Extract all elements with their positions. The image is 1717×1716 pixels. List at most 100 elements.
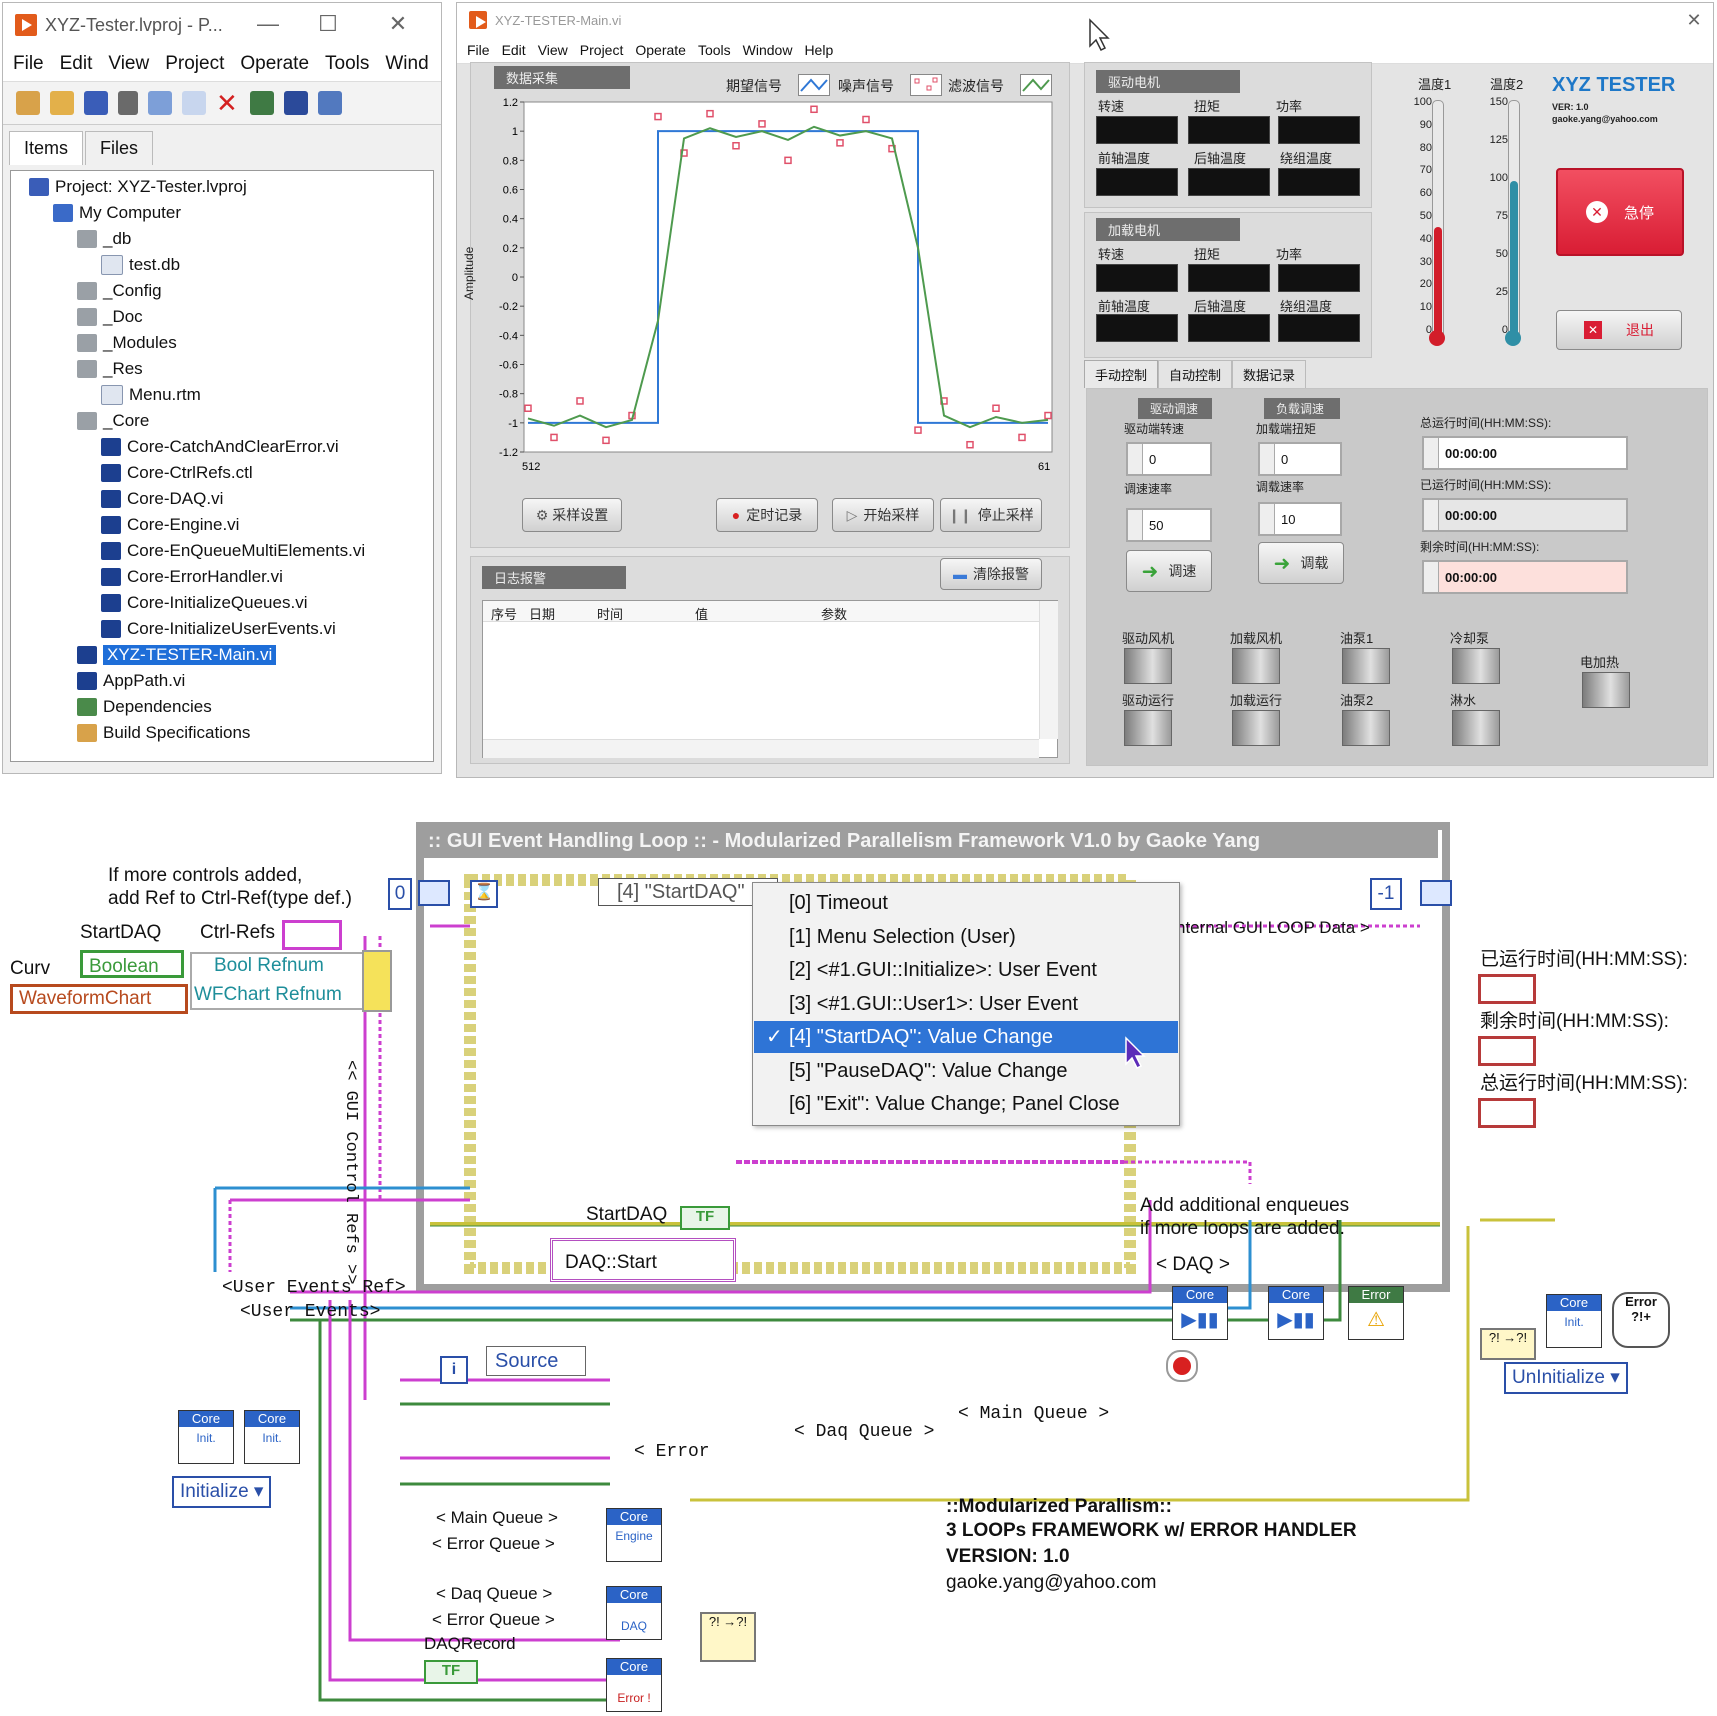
tab-data-record[interactable]: 数据记录 — [1232, 360, 1306, 388]
drive-speed-spinner[interactable] — [1128, 444, 1143, 474]
remaining-time-terminal[interactable] — [1478, 1036, 1536, 1066]
copy-icon[interactable] — [148, 91, 172, 115]
neg-one-constant[interactable]: -1 — [1370, 878, 1402, 910]
startdaq-terminal[interactable]: TF — [680, 1206, 730, 1230]
menu-item-case-4[interactable]: ✓[4] "StartDAQ": Value Change — [754, 1021, 1178, 1053]
case-selector[interactable]: [4] "StartDAQ" — [598, 878, 778, 906]
waveformchart-ref[interactable]: WaveformChart — [10, 984, 188, 1014]
tab-items[interactable]: Items — [9, 131, 83, 165]
boolean-ref[interactable]: Boolean — [80, 950, 184, 978]
log-vertical-scrollbar[interactable] — [1039, 601, 1058, 739]
tree-item-core-initializeuserevents-vi[interactable]: Core-InitializeUserEvents.vi — [101, 617, 336, 641]
uninitialize-enum[interactable]: UnInitialize ▾ — [1504, 1362, 1628, 1394]
tree-item-core[interactable]: _Core — [77, 409, 149, 433]
initialize-enum[interactable]: Initialize ▾ — [172, 1476, 271, 1508]
close-icon[interactable]: ✕ — [385, 11, 411, 37]
menu-wind[interactable]: Wind — [385, 53, 428, 75]
drive-speed-control[interactable]: 0 — [1126, 442, 1212, 476]
tree-item-res[interactable]: _Res — [77, 357, 143, 381]
tree-item-doc[interactable]: _Doc — [77, 305, 143, 329]
tab-auto-control[interactable]: 自动控制 — [1158, 360, 1232, 388]
core-init-user-events-node[interactable]: CoreInit. — [178, 1410, 234, 1464]
menu-file[interactable]: File — [467, 42, 490, 58]
switch-drive-run[interactable] — [1124, 710, 1172, 746]
tree-item-core-initializequeues-vi[interactable]: Core-InitializeQueues.vi — [101, 591, 307, 615]
tree-item-modules[interactable]: _Modules — [77, 331, 177, 355]
bundle-node[interactable] — [362, 950, 392, 1012]
tree-item-menu-rtm[interactable]: Menu.rtm — [101, 383, 201, 407]
menu-help[interactable]: Help — [804, 42, 833, 58]
run-icon[interactable] — [284, 91, 308, 115]
menu-item-case-5[interactable]: [5] "PauseDAQ": Value Change — [754, 1055, 1178, 1087]
menu-tools[interactable]: Tools — [325, 53, 369, 75]
tree-item-db[interactable]: _db — [77, 227, 131, 251]
drive-rate-control[interactable]: 50 — [1126, 508, 1212, 542]
minimize-icon[interactable]: — — [255, 11, 281, 37]
daqrecord-terminal[interactable]: TF — [424, 1660, 478, 1684]
delete-icon[interactable]: ✕ — [216, 91, 240, 115]
menu-file[interactable]: File — [13, 53, 44, 75]
source-terminal[interactable]: Source — [486, 1346, 586, 1376]
start-sampling-button[interactable]: ▷开始采样 — [832, 498, 934, 532]
menu-item-case-3[interactable]: [3] <#1.GUI::User1>: User Event — [754, 988, 1178, 1020]
core-enqueue-node-2[interactable]: Core▶▮▮ — [1268, 1286, 1324, 1340]
cut-icon[interactable] — [118, 91, 138, 115]
case-selector-menu[interactable]: [0] Timeout[1] Menu Selection (User)[2] … — [752, 882, 1180, 1126]
menu-window[interactable]: Window — [743, 42, 793, 58]
menu-edit[interactable]: Edit — [502, 42, 526, 58]
new-icon[interactable] — [16, 91, 40, 115]
tree-item-core-catchandclearerror-vi[interactable]: Core-CatchAndClearError.vi — [101, 435, 339, 459]
core-daq-node[interactable]: CoreDAQ — [606, 1586, 662, 1640]
stop-sampling-button[interactable]: ❙❙停止采样 — [940, 498, 1042, 532]
load-rate-control[interactable]: 10 — [1258, 502, 1342, 536]
menu-edit[interactable]: Edit — [60, 53, 93, 75]
tab-manual-control[interactable]: 手动控制 — [1084, 360, 1158, 388]
close-icon[interactable]: ✕ — [1681, 7, 1707, 33]
switch-heater[interactable] — [1582, 672, 1630, 708]
menu-operate[interactable]: Operate — [635, 42, 686, 58]
save-all-icon[interactable] — [84, 91, 108, 115]
tree-item-xyz-tester-main-vi[interactable]: XYZ-TESTER-Main.vi — [77, 643, 276, 667]
switch-drive-fan[interactable] — [1124, 648, 1172, 684]
merge-errors-node-2[interactable]: ?! →?! — [700, 1612, 756, 1662]
exit-button[interactable]: ✕ 退出 — [1556, 310, 1682, 350]
core-enqueue-node-1[interactable]: Core▶▮▮ — [1172, 1286, 1228, 1340]
menu-project[interactable]: Project — [580, 42, 624, 58]
sample-settings-button[interactable]: ⚙采样设置 — [522, 498, 622, 532]
total-time-control[interactable]: 00:00:00 — [1422, 436, 1628, 470]
build-icon[interactable] — [250, 91, 274, 115]
menu-item-case-1[interactable]: [1] Menu Selection (User) — [754, 921, 1178, 953]
tree-item-core-daq-vi[interactable]: Core-DAQ.vi — [101, 487, 223, 511]
tree-item-core-enqueuemultielements-vi[interactable]: Core-EnQueueMultiElements.vi — [101, 539, 365, 563]
menu-item-case-2[interactable]: [2] <#1.GUI::Initialize>: User Event — [754, 954, 1178, 986]
emergency-stop-button[interactable]: ✕ 急停 — [1556, 168, 1684, 256]
menu-item-case-0[interactable]: [0] Timeout — [754, 887, 1178, 919]
simple-error-handler-icon[interactable]: Error?!+ — [1612, 1292, 1670, 1348]
open-icon[interactable] — [50, 91, 74, 115]
clear-alarm-button[interactable]: ▬清除报警 — [940, 558, 1042, 590]
tree-item-dependencies[interactable]: Dependencies — [77, 695, 212, 719]
timed-record-button[interactable]: ●定时记录 — [716, 498, 818, 532]
load-torque-control[interactable]: 0 — [1258, 442, 1342, 476]
core-error-handler-node[interactable]: CoreError ! — [606, 1658, 662, 1712]
merge-errors-node[interactable]: ?! →?! — [1480, 1328, 1536, 1360]
switch-load-fan[interactable] — [1232, 648, 1280, 684]
core-init-queues-node[interactable]: CoreInit. — [244, 1410, 300, 1464]
tree-item-my-computer[interactable]: My Computer — [53, 201, 181, 225]
load-rate-spinner[interactable] — [1260, 504, 1275, 534]
daq-start-string-constant[interactable]: DAQ::Start — [550, 1238, 736, 1282]
paste-icon[interactable] — [182, 91, 206, 115]
total-time-spinner[interactable] — [1424, 438, 1439, 468]
tree-item-config[interactable]: _Config — [77, 279, 162, 303]
tree-item-build-specifications[interactable]: Build Specifications — [77, 721, 250, 745]
tree-item-apppath-vi[interactable]: AppPath.vi — [77, 669, 185, 693]
ctrl-refs-cluster[interactable] — [282, 920, 342, 950]
menu-project[interactable]: Project — [165, 53, 224, 75]
core-uninit-node[interactable]: CoreInit. — [1546, 1294, 1602, 1348]
tree-item-core-errorhandler-vi[interactable]: Core-ErrorHandler.vi — [101, 565, 283, 589]
maximize-icon[interactable]: ☐ — [315, 11, 341, 37]
log-horizontal-scrollbar[interactable] — [483, 739, 1039, 758]
adjust-speed-button[interactable]: ➜调速 — [1126, 550, 1212, 592]
tree-item-test-db[interactable]: test.db — [101, 253, 180, 277]
switch-oil-pump1[interactable] — [1342, 648, 1390, 684]
